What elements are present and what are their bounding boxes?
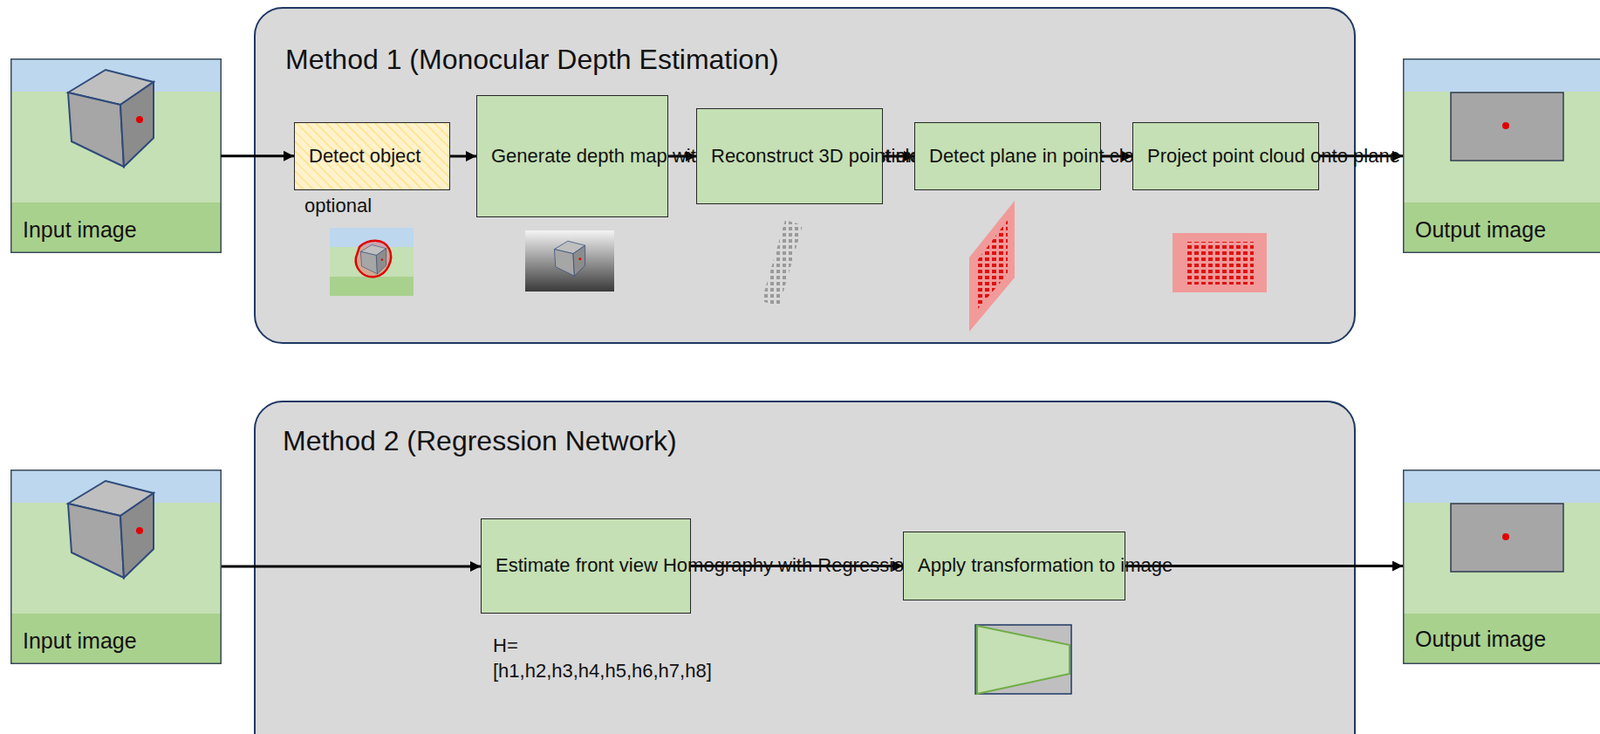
plane <box>969 200 1015 332</box>
output-image-picture <box>1402 469 1600 664</box>
mask-fill <box>355 240 391 277</box>
flow-arrow <box>1319 154 1403 158</box>
node-label: Estimate front view Homography with Regr… <box>495 553 678 577</box>
flow-arrow <box>668 155 697 158</box>
flow-arrow <box>221 565 481 568</box>
cube <box>68 480 154 578</box>
output-image-picture <box>1402 58 1600 253</box>
method-panel: Method 2 (Regression Network) Estimate fr… <box>254 401 1355 734</box>
image-ground <box>10 58 222 253</box>
warp-thumbnail <box>975 624 1072 694</box>
note-label: optional <box>304 193 372 219</box>
flow-arrow <box>1125 564 1403 568</box>
plane-points <box>976 219 1008 311</box>
node-label: Reconstruct 3D point cloud of object <box>711 144 870 168</box>
method-panel-ground <box>254 7 1355 343</box>
point-cloud <box>761 219 803 307</box>
homography-label: H= [h1,h2,h3,h4,h5,h6,h7,h8] <box>492 633 712 684</box>
projected-points <box>1186 241 1254 285</box>
node-label: Detect object <box>308 144 438 168</box>
process-box: Project point cloud onto plane <box>1132 122 1320 191</box>
process-box: Detect plane in point cloud <box>914 122 1101 191</box>
node-label: Input image <box>22 627 222 654</box>
node-label: Detect plane in point cloud <box>929 144 1088 168</box>
plane-thumbnail <box>969 200 1015 332</box>
projection-thumbnail <box>1172 232 1267 293</box>
optional-process-box: Detect object <box>294 122 451 191</box>
projected-plane <box>1172 232 1267 293</box>
flow-arrow <box>882 155 915 158</box>
process-box: Generate depth map with Monocular Depth … <box>476 95 669 218</box>
image-ground <box>1402 58 1600 253</box>
mask-outline <box>355 240 391 277</box>
flow-arrow <box>1100 155 1133 158</box>
image-ground <box>1402 469 1600 664</box>
image-frame: Input image <box>10 58 221 253</box>
node-label: Output image <box>1415 625 1600 652</box>
depth-ground <box>525 230 615 292</box>
cube <box>553 240 585 276</box>
red-dot <box>1502 533 1510 541</box>
flow-arrow <box>220 154 295 158</box>
flow-arrow <box>690 564 903 568</box>
node-label: Apply transformation to image <box>917 553 1113 577</box>
process-box: Apply transformation to image <box>902 531 1126 601</box>
cube <box>360 245 386 274</box>
input-image-picture <box>10 469 222 664</box>
cube <box>68 69 154 167</box>
flow-arrow <box>450 155 477 158</box>
method-panel: Method 1 (Monocular Depth Estimation) Det… <box>254 7 1355 343</box>
warped-image <box>977 625 1070 694</box>
warp-ground <box>975 624 1072 694</box>
process-box: Estimate front view Homography with Regr… <box>480 518 691 614</box>
process-box: Reconstruct 3D point cloud of object <box>696 108 883 205</box>
image-frame: Input image <box>10 469 222 664</box>
input-image-picture <box>10 58 222 253</box>
front-face <box>1450 92 1564 161</box>
node-label: Output image <box>1415 216 1600 243</box>
node-label: Project point cloud onto plane <box>1147 144 1306 168</box>
detection-thumbnail <box>329 227 414 296</box>
front-face <box>1450 503 1564 572</box>
image-frame: Output image <box>1402 58 1600 253</box>
node-label: Generate depth map with Monocular Depth … <box>491 144 656 168</box>
panel-title: Method 2 (Regression Network) <box>282 423 1355 458</box>
band <box>329 276 414 296</box>
red-dot <box>1502 122 1510 130</box>
node-label: Input image <box>22 216 221 243</box>
depth-map-thumbnail <box>525 230 615 292</box>
panel-title: Method 1 (Monocular Depth Estimation) <box>285 42 1355 76</box>
image-frame: Output image <box>1402 469 1600 663</box>
image-ground <box>10 469 222 664</box>
